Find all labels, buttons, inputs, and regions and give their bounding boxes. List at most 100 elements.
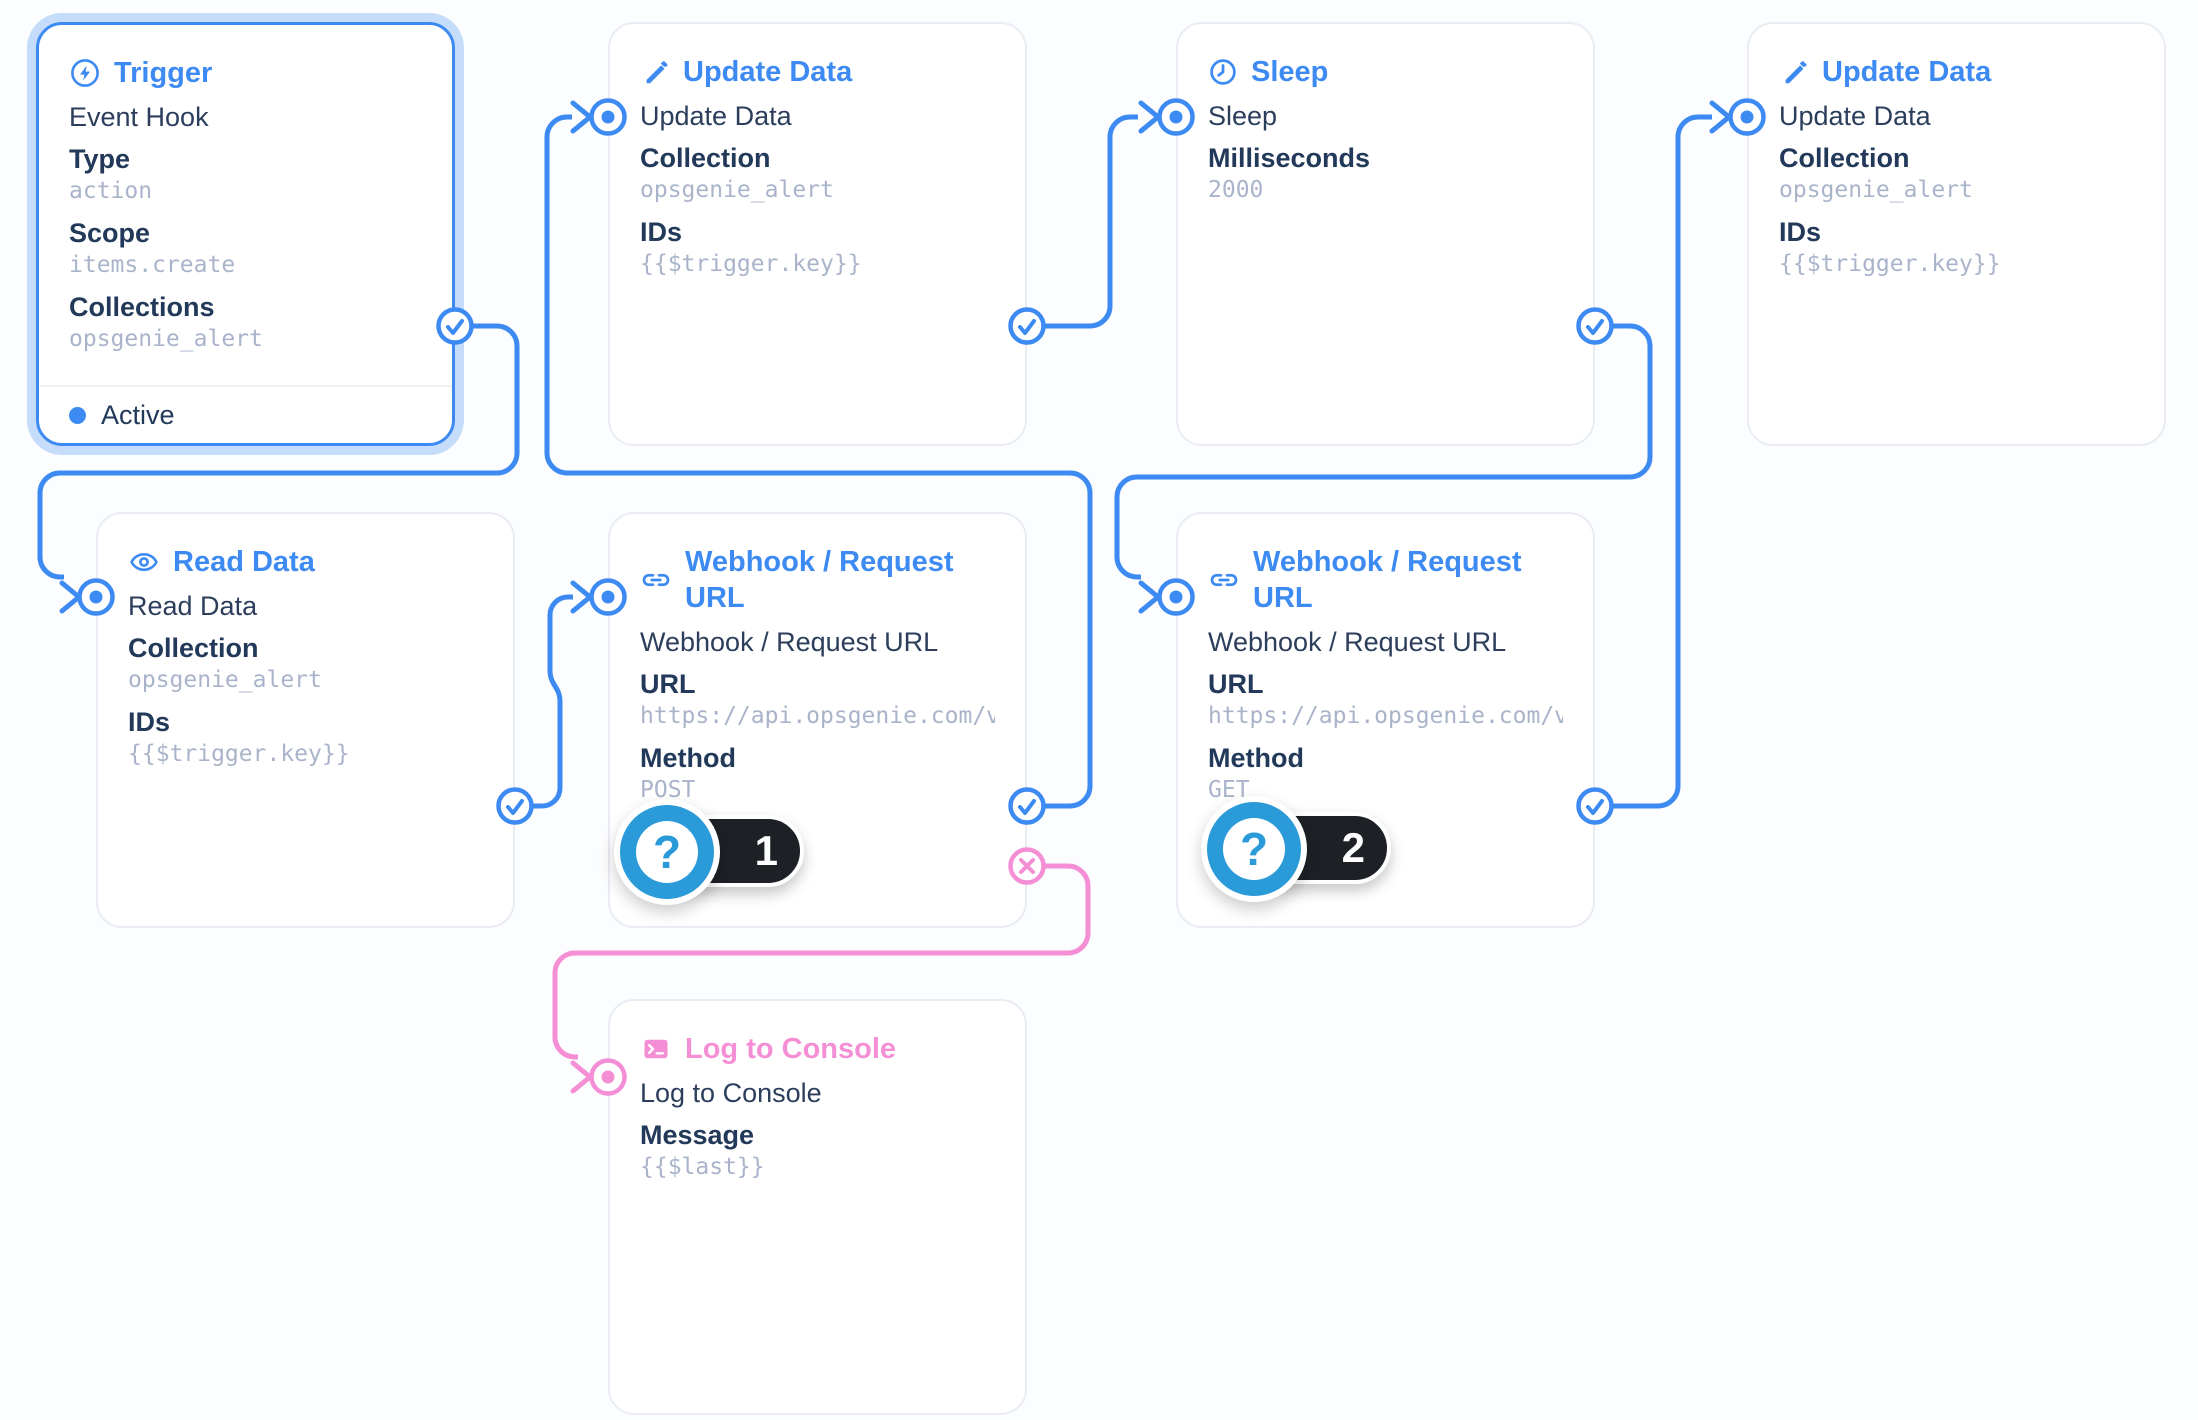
node-update-data-2[interactable]: Update Data Update Data Collection opsge… (1747, 22, 2166, 446)
field-value: opsgenie_alert (640, 177, 834, 203)
field-value: {{$last}} (640, 1154, 765, 1180)
field-label: Type (69, 144, 131, 174)
node-read-data[interactable]: Read Data Read Data Collection opsgenie_… (96, 512, 515, 928)
field: IDs {{$trigger.key}} (640, 216, 995, 280)
field-value: 2000 (1208, 177, 1264, 203)
field: URL https://api.opsgenie.com/v… (640, 668, 995, 732)
field-value: https://api.opsgenie.com/v… (640, 703, 995, 729)
arrowhead-icon (1138, 580, 1161, 614)
badge-count: 1 (754, 827, 778, 874)
field: IDs {{$trigger.key}} (128, 706, 483, 770)
edge-read-data-to-webhook-post (533, 594, 573, 809)
question-icon: ? (614, 799, 720, 905)
field: Collection opsgenie_alert (640, 142, 995, 206)
node-name: Update Data (1779, 101, 1931, 131)
status-badge: Active (101, 399, 175, 430)
trigger-status-footer: Active (39, 385, 452, 443)
bolt-circle-icon (71, 59, 99, 87)
field-label: URL (640, 669, 696, 699)
node-update-data-1[interactable]: Update Data Update Data Collection opsge… (608, 22, 1027, 446)
arrowhead-icon (1138, 100, 1161, 134)
field: Scope items.create (69, 217, 422, 281)
field: Type action (69, 143, 422, 207)
field-label: Method (1208, 743, 1304, 773)
node-title: Log to Console (685, 1033, 897, 1065)
field: Method GET (1208, 742, 1563, 806)
field-label: Collection (128, 633, 259, 663)
status-dot-icon (69, 406, 86, 424)
field-label: Collections (69, 292, 215, 322)
node-name: Sleep (1208, 101, 1278, 131)
field-value: opsgenie_alert (69, 326, 263, 352)
link-icon (642, 573, 670, 587)
node-title: Sleep (1251, 56, 1329, 88)
link-icon (1210, 573, 1238, 587)
node-title: Webhook / Request URL (1253, 546, 1522, 614)
node-name: Webhook / Request URL (640, 627, 939, 657)
field-label: IDs (1779, 217, 1822, 247)
field-value: opsgenie_alert (128, 667, 322, 693)
node-name: Log to Console (640, 1078, 822, 1108)
node-name: Read Data (128, 591, 258, 621)
pencil-icon (1785, 61, 1807, 84)
field-label: Scope (69, 218, 151, 248)
node-update-data-2-header: Update Data (1779, 54, 2134, 90)
field-value: {{$trigger.key}} (1779, 251, 2001, 277)
arrowhead-icon (570, 580, 593, 614)
field-label: Collection (640, 143, 771, 173)
node-webhook-get-header: Webhook / Request URL (1208, 544, 1563, 616)
field-label: IDs (640, 217, 683, 247)
field-label: Message (640, 1120, 755, 1150)
node-read-data-header: Read Data (128, 544, 483, 580)
arrowhead-icon (1709, 100, 1732, 134)
field: Collection opsgenie_alert (128, 632, 483, 696)
arrowhead-icon (59, 580, 82, 614)
node-trigger-header: Trigger (69, 55, 422, 91)
node-title: Webhook / Request URL (685, 546, 954, 614)
node-update-data-1-header: Update Data (640, 54, 995, 90)
field: URL https://api.opsgenie.com/v… (1208, 668, 1563, 732)
field-label: Method (640, 743, 736, 773)
node-title: Trigger (114, 57, 213, 89)
node-trigger[interactable]: Trigger Event Hook Type action Scope ite… (36, 22, 455, 446)
question-icon: ? (1201, 796, 1307, 902)
node-webhook-post-header: Webhook / Request URL (640, 544, 995, 616)
field: Method POST (640, 742, 995, 806)
field-label: Milliseconds (1208, 143, 1371, 173)
pencil-icon (646, 61, 668, 84)
field: IDs {{$trigger.key}} (1779, 216, 2134, 280)
node-title: Read Data (173, 546, 315, 578)
arrowhead-icon (570, 100, 593, 134)
eye-icon (130, 552, 158, 572)
field: Message {{$last}} (640, 1119, 995, 1183)
edge-update-data-1-to-sleep (1044, 114, 1138, 329)
unknown-operation-badge-1[interactable]: 1 ? (614, 799, 814, 909)
node-log-to-console-header: Log to Console (640, 1031, 995, 1067)
field-label: Collection (1779, 143, 1910, 173)
node-log-to-console[interactable]: Log to Console Log to Console Message {{… (608, 999, 1027, 1415)
badge-count: 2 (1341, 824, 1365, 871)
field: Collections opsgenie_alert (69, 291, 422, 355)
edge-webhook-get-to-update-data-2 (1613, 114, 1712, 809)
node-name: Update Data (640, 101, 792, 131)
unknown-operation-badge-2[interactable]: 2 ? (1201, 796, 1401, 906)
clock-icon (1210, 59, 1236, 85)
field-value: {{$trigger.key}} (128, 741, 350, 767)
field-value: opsgenie_alert (1779, 177, 1973, 203)
field-value: action (69, 178, 153, 204)
field-label: URL (1208, 669, 1264, 699)
field-value: https://api.opsgenie.com/v… (1208, 703, 1563, 729)
node-name: Event Hook (69, 102, 209, 132)
node-sleep[interactable]: Sleep Sleep Milliseconds 2000 (1176, 22, 1595, 446)
field: Collection opsgenie_alert (1779, 142, 2134, 206)
node-name: Webhook / Request URL (1208, 627, 1507, 657)
node-title: Update Data (683, 56, 853, 88)
field-value: {{$trigger.key}} (640, 251, 862, 277)
field-value: items.create (69, 252, 236, 278)
node-title: Update Data (1822, 56, 1992, 88)
field-label: IDs (128, 707, 171, 737)
terminal-icon (644, 1039, 668, 1059)
arrowhead-icon (570, 1060, 593, 1094)
node-sleep-header: Sleep (1208, 54, 1563, 90)
